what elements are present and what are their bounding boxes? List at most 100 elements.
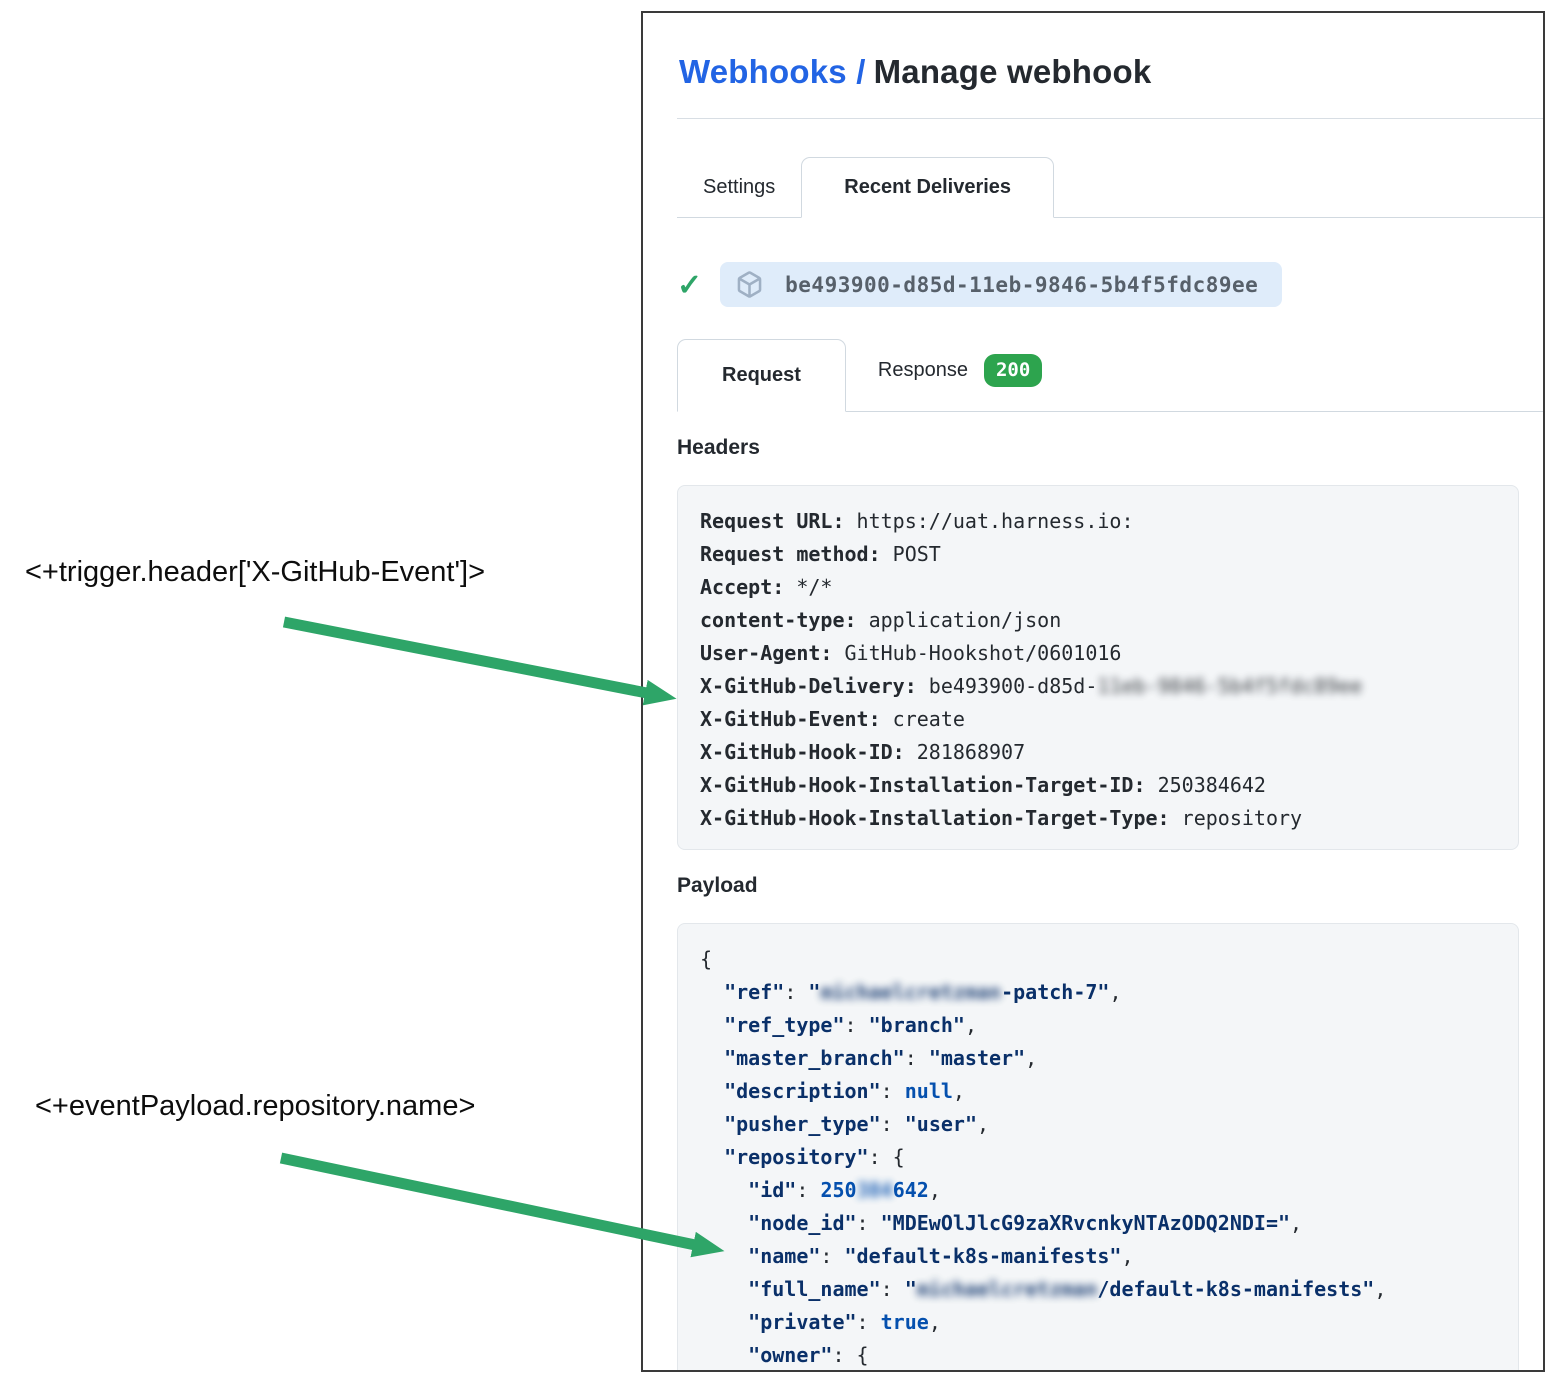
- header-name: Request URL:: [700, 508, 845, 533]
- header-name: X-GitHub-Event:: [700, 706, 881, 731]
- code-token: [700, 1178, 748, 1202]
- delivery-row: ✓ be493900-d85d-11eb-9846-5b4f5fdc89ee: [677, 262, 1543, 307]
- arrow-to-repository-name: [279, 1152, 725, 1258]
- code-token: "pusher_type": [724, 1111, 881, 1136]
- code-token: :: [856, 1309, 881, 1334]
- payload-line: "repository": {: [700, 1141, 1498, 1174]
- annotation-event-payload-expression: <+eventPayload.repository.name>: [35, 1090, 476, 1122]
- header-name: Accept:: [700, 574, 785, 599]
- code-token: /default-k8s-manifests": [1097, 1276, 1375, 1301]
- check-icon: ✓: [677, 268, 703, 302]
- payload-line: "node_id": "MDEwOlJlcG9zaXRvcnkyNTAzODQ2…: [700, 1207, 1498, 1240]
- redacted-text: michaelcretzman: [820, 979, 1002, 1004]
- header-value: */*: [796, 574, 833, 599]
- header-line: X-GitHub-Hook-Installation-Target-Type: …: [700, 802, 1498, 835]
- code-token: [700, 1079, 724, 1103]
- tab-response[interactable]: Response 200: [846, 330, 1074, 411]
- code-token: 642: [892, 1177, 929, 1202]
- code-token: : {: [868, 1144, 905, 1169]
- code-token: "MDEwOlJlcG9zaXRvcnkyNTAzODQ2NDI=": [880, 1210, 1291, 1235]
- payload-heading: Payload: [677, 873, 758, 897]
- code-token: "branch": [868, 1012, 965, 1037]
- payload-line: "owner": {: [700, 1339, 1498, 1370]
- header-line: X-GitHub-Hook-ID: 281868907: [700, 736, 1498, 769]
- code-token: :: [796, 1177, 821, 1202]
- code-token: "description": [724, 1078, 881, 1103]
- code-token: null: [904, 1078, 953, 1103]
- code-token: ,: [1109, 979, 1122, 1004]
- code-token: "repository": [724, 1144, 869, 1169]
- code-token: "ref": [724, 979, 785, 1004]
- code-token: ,: [928, 1309, 941, 1334]
- redacted-text: michaelcretzman: [916, 1276, 1098, 1301]
- header-name: X-GitHub-Hook-Installation-Target-ID:: [700, 772, 1146, 797]
- header-value: repository: [1181, 805, 1303, 830]
- code-token: "node_id": [748, 1210, 857, 1235]
- header-line: X-GitHub-Hook-Installation-Target-ID: 25…: [700, 769, 1498, 802]
- tab-response-label: Response: [877, 358, 968, 381]
- page-title: Webhooks /Manage webhook: [679, 53, 1543, 91]
- headers-heading: Headers: [677, 435, 760, 459]
- code-token: [700, 1145, 724, 1169]
- delivery-id-pill[interactable]: be493900-d85d-11eb-9846-5b4f5fdc89ee: [720, 262, 1283, 307]
- header-line: X-GitHub-Event: create: [700, 703, 1498, 736]
- header-line: Request method: POST: [700, 538, 1498, 571]
- payload-line: "description": null,: [700, 1075, 1498, 1108]
- code-token: [700, 980, 724, 1004]
- header-name: X-GitHub-Delivery:: [700, 673, 917, 698]
- package-icon: [737, 271, 762, 298]
- header-value: https://uat.harness.io:: [856, 508, 1134, 533]
- header-name: Request method:: [700, 541, 881, 566]
- code-token: "owner": [748, 1342, 833, 1367]
- code-token: [700, 1277, 748, 1301]
- code-token: "id": [748, 1177, 797, 1202]
- code-token: :: [784, 979, 809, 1004]
- code-token: :: [820, 1243, 845, 1268]
- breadcrumb-current: Manage webhook: [873, 53, 1152, 90]
- tab-recent-deliveries[interactable]: Recent Deliveries: [801, 157, 1055, 218]
- header-name: X-GitHub-Hook-Installation-Target-Type:: [700, 805, 1170, 830]
- code-token: [700, 1310, 748, 1334]
- webhooks-breadcrumb-link[interactable]: Webhooks /: [679, 53, 866, 90]
- code-token: : {: [832, 1342, 869, 1367]
- header-value: 281868907: [916, 739, 1026, 764]
- payload-line: "full_name": "michaelcretzman/default-k8…: [700, 1273, 1498, 1306]
- payload-line: "ref": "michaelcretzman-patch-7",: [700, 976, 1498, 1009]
- payload-line: "pusher_type": "user",: [700, 1108, 1498, 1141]
- code-token: {: [700, 946, 713, 971]
- delivery-id: be493900-d85d-11eb-9846-5b4f5fdc89ee: [785, 272, 1259, 297]
- code-token: "private": [748, 1309, 857, 1334]
- header-value: 250384642: [1157, 772, 1266, 797]
- payload-line: "master_branch": "master",: [700, 1042, 1498, 1075]
- payload-line: {: [700, 943, 1498, 976]
- response-status-badge: 200: [983, 354, 1043, 387]
- header-line: User-Agent: GitHub-Hookshot/0601016: [700, 637, 1498, 670]
- annotation-trigger-header-expression: <+trigger.header['X-GitHub-Event']>: [25, 556, 486, 588]
- code-token: ": [904, 1276, 917, 1301]
- tab-settings[interactable]: Settings: [703, 176, 776, 198]
- arrow-to-x-github-event: [282, 616, 677, 706]
- header-value: application/json: [868, 607, 1062, 632]
- code-token: 250: [820, 1177, 857, 1202]
- code-token: ,: [976, 1111, 990, 1136]
- code-token: ,: [1290, 1210, 1303, 1235]
- tab-request[interactable]: Request: [677, 338, 846, 412]
- header-name: X-GitHub-Hook-ID:: [700, 739, 905, 764]
- code-token: [700, 1343, 748, 1367]
- payload-line: "id": 250384642,: [700, 1174, 1498, 1207]
- code-token: true: [880, 1309, 929, 1334]
- code-token: [700, 1013, 724, 1037]
- code-token: ,: [1121, 1243, 1134, 1268]
- code-token: "full_name": [748, 1276, 881, 1301]
- header-value: create: [892, 706, 965, 731]
- code-token: :: [844, 1012, 869, 1037]
- code-token: ,: [928, 1177, 941, 1202]
- redacted-text: 384: [856, 1177, 893, 1202]
- header-name: User-Agent:: [700, 640, 833, 665]
- code-token: [700, 1112, 724, 1136]
- code-token: -patch-7": [1001, 979, 1110, 1004]
- header-value: POST: [892, 541, 941, 566]
- redacted-text: 11eb-9846-5b4f5fdc89ee: [1097, 673, 1363, 698]
- code-token: ,: [1025, 1045, 1038, 1070]
